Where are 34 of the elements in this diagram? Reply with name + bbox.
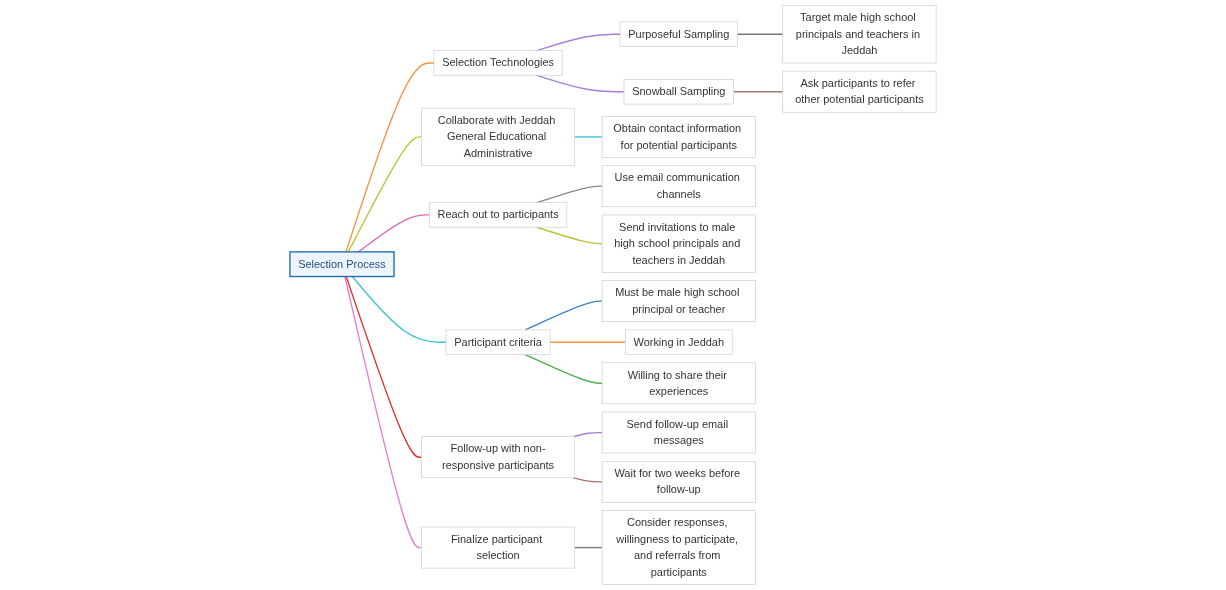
node-box: Purposeful Sampling — [619, 21, 738, 47]
node-box: Ask participants to refer other potential participants — [782, 70, 937, 113]
connector — [357, 214, 430, 253]
connector — [732, 91, 784, 93]
connector — [347, 136, 423, 253]
node-box: Reach out to participants — [428, 202, 568, 228]
connector — [345, 275, 423, 458]
connector — [524, 353, 603, 384]
node-box: Consider responses, willingness to participate, and referrals from participants — [601, 510, 756, 585]
connector — [549, 341, 626, 343]
node-box: Participant criteria — [445, 329, 551, 355]
connector — [572, 477, 603, 483]
node-box: Snowball Sampling — [623, 79, 734, 105]
connector — [572, 431, 603, 438]
node-box: Send invitations to male high school principals and teachers in Jeddah — [601, 214, 756, 273]
node-box: Send follow-up email messages — [601, 411, 756, 454]
node-box: Follow-up with non-responsive participants — [421, 436, 576, 479]
node-box: Must be male high school principal or teacher — [601, 280, 756, 323]
connector — [351, 275, 447, 343]
node-box: Wait for two weeks before follow-up — [601, 461, 756, 503]
connector — [345, 62, 435, 253]
node-box: Selection Process — [289, 251, 395, 278]
node-box: Obtain contact information for potential participants — [601, 116, 756, 158]
connector — [574, 136, 603, 138]
node-box: Finalize participant selection — [421, 526, 576, 569]
node-box: Target male high school principals and teachers in Jeddah — [782, 5, 937, 64]
node-box: Collaborate with Jeddah General Educational Administrative — [421, 107, 576, 166]
connector — [344, 275, 423, 549]
node-box: Use email communication channels — [601, 165, 756, 208]
node-box: Working in Jeddah — [624, 329, 733, 355]
node-box: Selection Technologies — [433, 50, 563, 76]
connector — [736, 33, 784, 35]
node-box: Willing to share their experiences — [601, 362, 756, 405]
connector — [574, 546, 603, 549]
